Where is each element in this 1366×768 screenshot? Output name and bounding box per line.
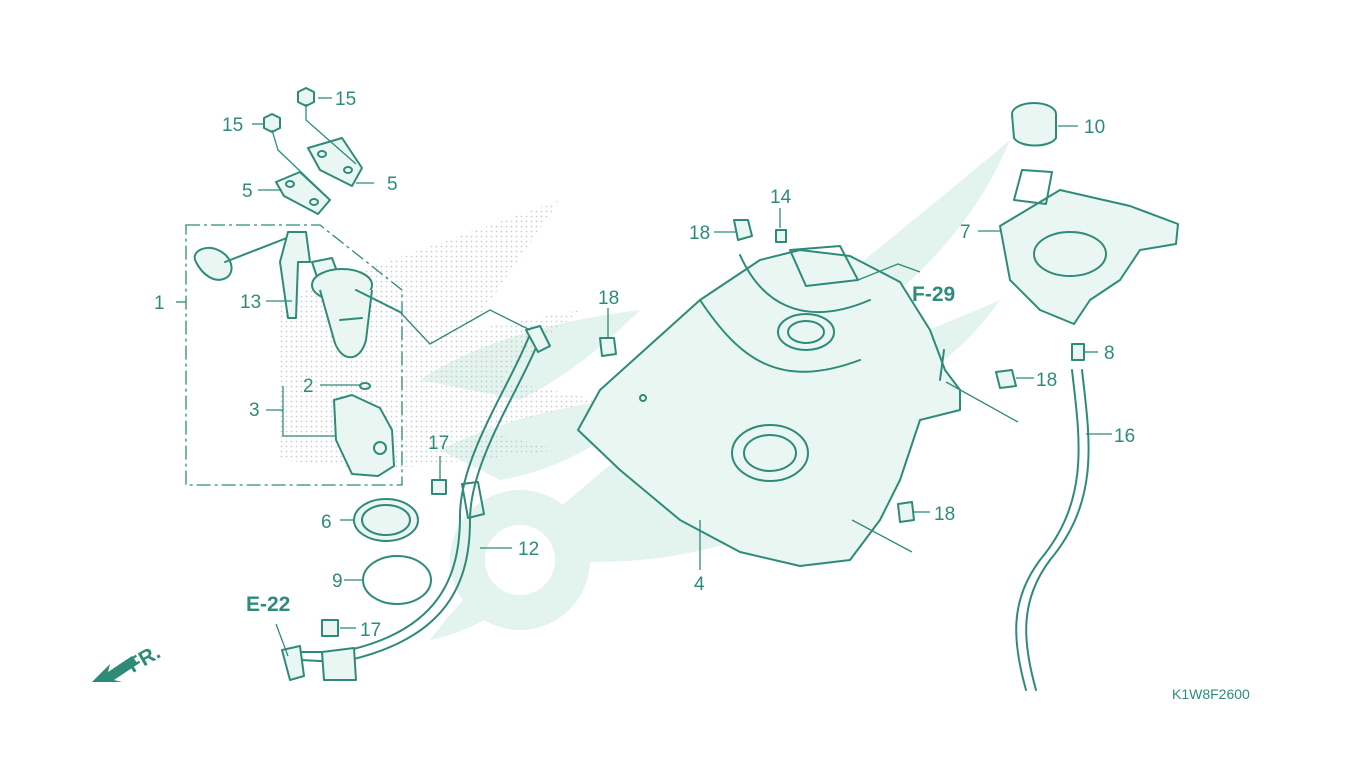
callout-9: 9 — [332, 571, 343, 592]
drawing-code: K1W8F2600 — [1172, 686, 1250, 702]
fuel-pump-assembly-bracket — [185, 224, 403, 486]
bolt-17-upper[interactable] — [431, 479, 447, 495]
callout-2: 2 — [303, 376, 314, 397]
bolt-18-c[interactable] — [995, 369, 1017, 389]
callout-13: 13 — [240, 292, 261, 313]
callout-17-upper: 17 — [428, 433, 449, 454]
bolt-17-lower[interactable] — [321, 619, 339, 637]
callout-10: 10 — [1084, 117, 1105, 138]
callout-18-left: 18 — [598, 288, 619, 309]
callout-15-left: 15 — [222, 115, 243, 136]
callout-18-right: 18 — [1036, 370, 1057, 391]
callout-7: 7 — [960, 222, 971, 243]
callout-16: 16 — [1114, 426, 1135, 447]
nut-lower[interactable] — [263, 113, 281, 133]
packing-ring[interactable] — [353, 498, 419, 542]
callout-5-left: 5 — [242, 181, 253, 202]
callout-1: 1 — [154, 293, 165, 314]
fuel-level-sender[interactable] — [193, 231, 311, 319]
o-ring-large[interactable] — [362, 555, 432, 605]
nut-upper[interactable] — [297, 87, 315, 107]
drain-tube[interactable] — [1015, 369, 1090, 691]
fuel-pump[interactable] — [311, 257, 401, 359]
callout-12: 12 — [518, 539, 539, 560]
set-plate-lower[interactable] — [275, 171, 331, 215]
callout-14: 14 — [770, 187, 792, 208]
front-direction-arrow-icon — [92, 656, 138, 682]
fuel-cap[interactable] — [1011, 102, 1057, 147]
callout-18-bottom: 18 — [934, 504, 955, 525]
callout-3: 3 — [249, 400, 260, 421]
callout-5-right: 5 — [387, 174, 398, 195]
callout-18-top: 18 — [689, 223, 710, 244]
callout-labels: 1 2 3 4 5 5 6 7 8 9 10 12 13 14 15 15 16… — [154, 89, 1135, 641]
bolt-18-a[interactable] — [733, 219, 753, 241]
callout-15-right: 15 — [335, 89, 356, 110]
clip-8[interactable] — [1071, 343, 1085, 361]
callout-6: 6 — [321, 512, 332, 533]
bolt-18-b[interactable] — [599, 337, 617, 357]
callout-17-lower: 17 — [360, 620, 381, 641]
ref-f29[interactable]: F-29 — [912, 283, 955, 306]
callout-8: 8 — [1104, 343, 1115, 364]
ref-e22[interactable]: E-22 — [246, 593, 290, 616]
leader-lines — [176, 97, 1112, 657]
fuel-filter[interactable] — [333, 394, 395, 477]
screw-14[interactable] — [775, 229, 787, 243]
bolt-18-d[interactable] — [897, 501, 915, 523]
fuel-tray[interactable] — [999, 169, 1179, 325]
o-ring-small[interactable] — [359, 382, 371, 390]
callout-4: 4 — [694, 574, 705, 595]
set-plate-upper[interactable] — [307, 137, 363, 187]
front-direction-label: FR. — [124, 641, 165, 678]
